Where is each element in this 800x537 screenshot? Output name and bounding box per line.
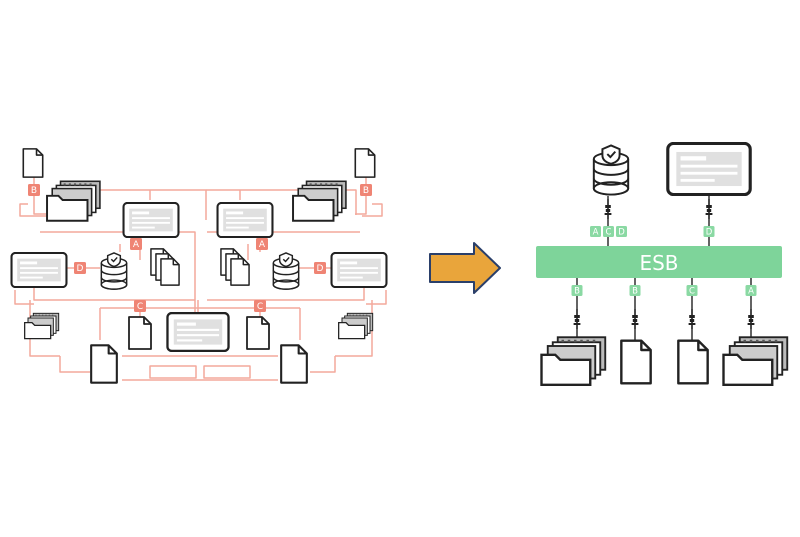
svg-text:B: B xyxy=(574,287,580,297)
badge-a-top: A xyxy=(590,226,601,238)
database-icon xyxy=(100,252,128,290)
database-icon xyxy=(592,144,630,196)
badge-d-top: D xyxy=(616,226,627,238)
badge-d-l: D xyxy=(74,262,86,274)
esb-bottom-connections xyxy=(572,278,756,342)
badge-b-bottom-1: B xyxy=(571,285,583,297)
connector-plug-icon xyxy=(687,308,697,330)
badge-a-bottom: A xyxy=(745,285,757,297)
document-stack-icon xyxy=(150,248,180,286)
badge-b-bottom-2: B xyxy=(629,285,641,297)
svg-text:D: D xyxy=(77,264,84,274)
svg-text:D: D xyxy=(706,228,713,238)
p2p-icons xyxy=(10,148,388,384)
document-icon xyxy=(677,339,709,385)
badge-b-tr: B xyxy=(360,184,372,196)
badge-d-r: D xyxy=(314,262,326,274)
badge-c-r: C xyxy=(254,300,266,312)
esb-top-badges: A C D D xyxy=(590,226,715,238)
connector-plug-icon xyxy=(704,198,714,220)
esb-label: ESB xyxy=(639,251,678,275)
svg-text:A: A xyxy=(133,240,140,250)
badge-a-r: A xyxy=(256,238,268,250)
document-icon xyxy=(128,316,152,350)
document-icon xyxy=(354,148,376,178)
p2p-badges: B B A A D D C C xyxy=(28,184,372,312)
esb-bottom-badges: B B C A xyxy=(571,285,757,297)
document-stack-icon xyxy=(220,248,250,286)
document-icon xyxy=(22,148,44,178)
badge-c-l: C xyxy=(134,300,146,312)
database-icon xyxy=(272,252,300,290)
document-icon xyxy=(620,339,652,385)
document-icon xyxy=(280,344,308,384)
svg-text:D: D xyxy=(317,264,324,274)
svg-text:C: C xyxy=(689,287,695,297)
esb-top-connections xyxy=(603,194,714,246)
connector-plug-icon xyxy=(746,308,756,330)
folder-stack-icon xyxy=(540,336,607,386)
connector-plug-icon xyxy=(630,308,640,330)
svg-text:A: A xyxy=(259,240,266,250)
monitor-icon xyxy=(166,312,230,352)
badge-c-bottom: C xyxy=(686,285,698,297)
folder-stack-icon xyxy=(722,336,789,386)
svg-text:C: C xyxy=(137,302,143,312)
connector-plug-icon xyxy=(572,308,582,330)
svg-text:C: C xyxy=(257,302,263,312)
monitor-icon xyxy=(666,142,752,196)
connector-plug-icon xyxy=(603,198,613,220)
document-icon xyxy=(246,316,270,350)
svg-text:B: B xyxy=(363,186,369,196)
monitor-icon xyxy=(122,202,180,238)
svg-text:B: B xyxy=(31,186,37,196)
monitor-icon xyxy=(216,202,274,238)
folder-stack-icon xyxy=(338,312,374,340)
badge-d-top-monitor: D xyxy=(703,226,715,238)
badge-a-l: A xyxy=(130,238,142,250)
svg-text:A: A xyxy=(593,228,599,238)
badge-b-tl: B xyxy=(28,184,40,196)
folder-stack-icon xyxy=(292,180,347,222)
svg-text:A: A xyxy=(748,287,754,297)
svg-text:B: B xyxy=(632,287,638,297)
right-arrow-icon xyxy=(429,242,501,294)
monitor-icon xyxy=(10,252,68,288)
badge-c-top: C xyxy=(603,226,614,238)
svg-text:C: C xyxy=(606,228,612,238)
svg-text:D: D xyxy=(618,228,625,238)
monitor-icon xyxy=(330,252,388,288)
esb-bus: ESB xyxy=(536,246,782,278)
document-icon xyxy=(90,344,118,384)
folder-stack-icon xyxy=(46,180,101,222)
